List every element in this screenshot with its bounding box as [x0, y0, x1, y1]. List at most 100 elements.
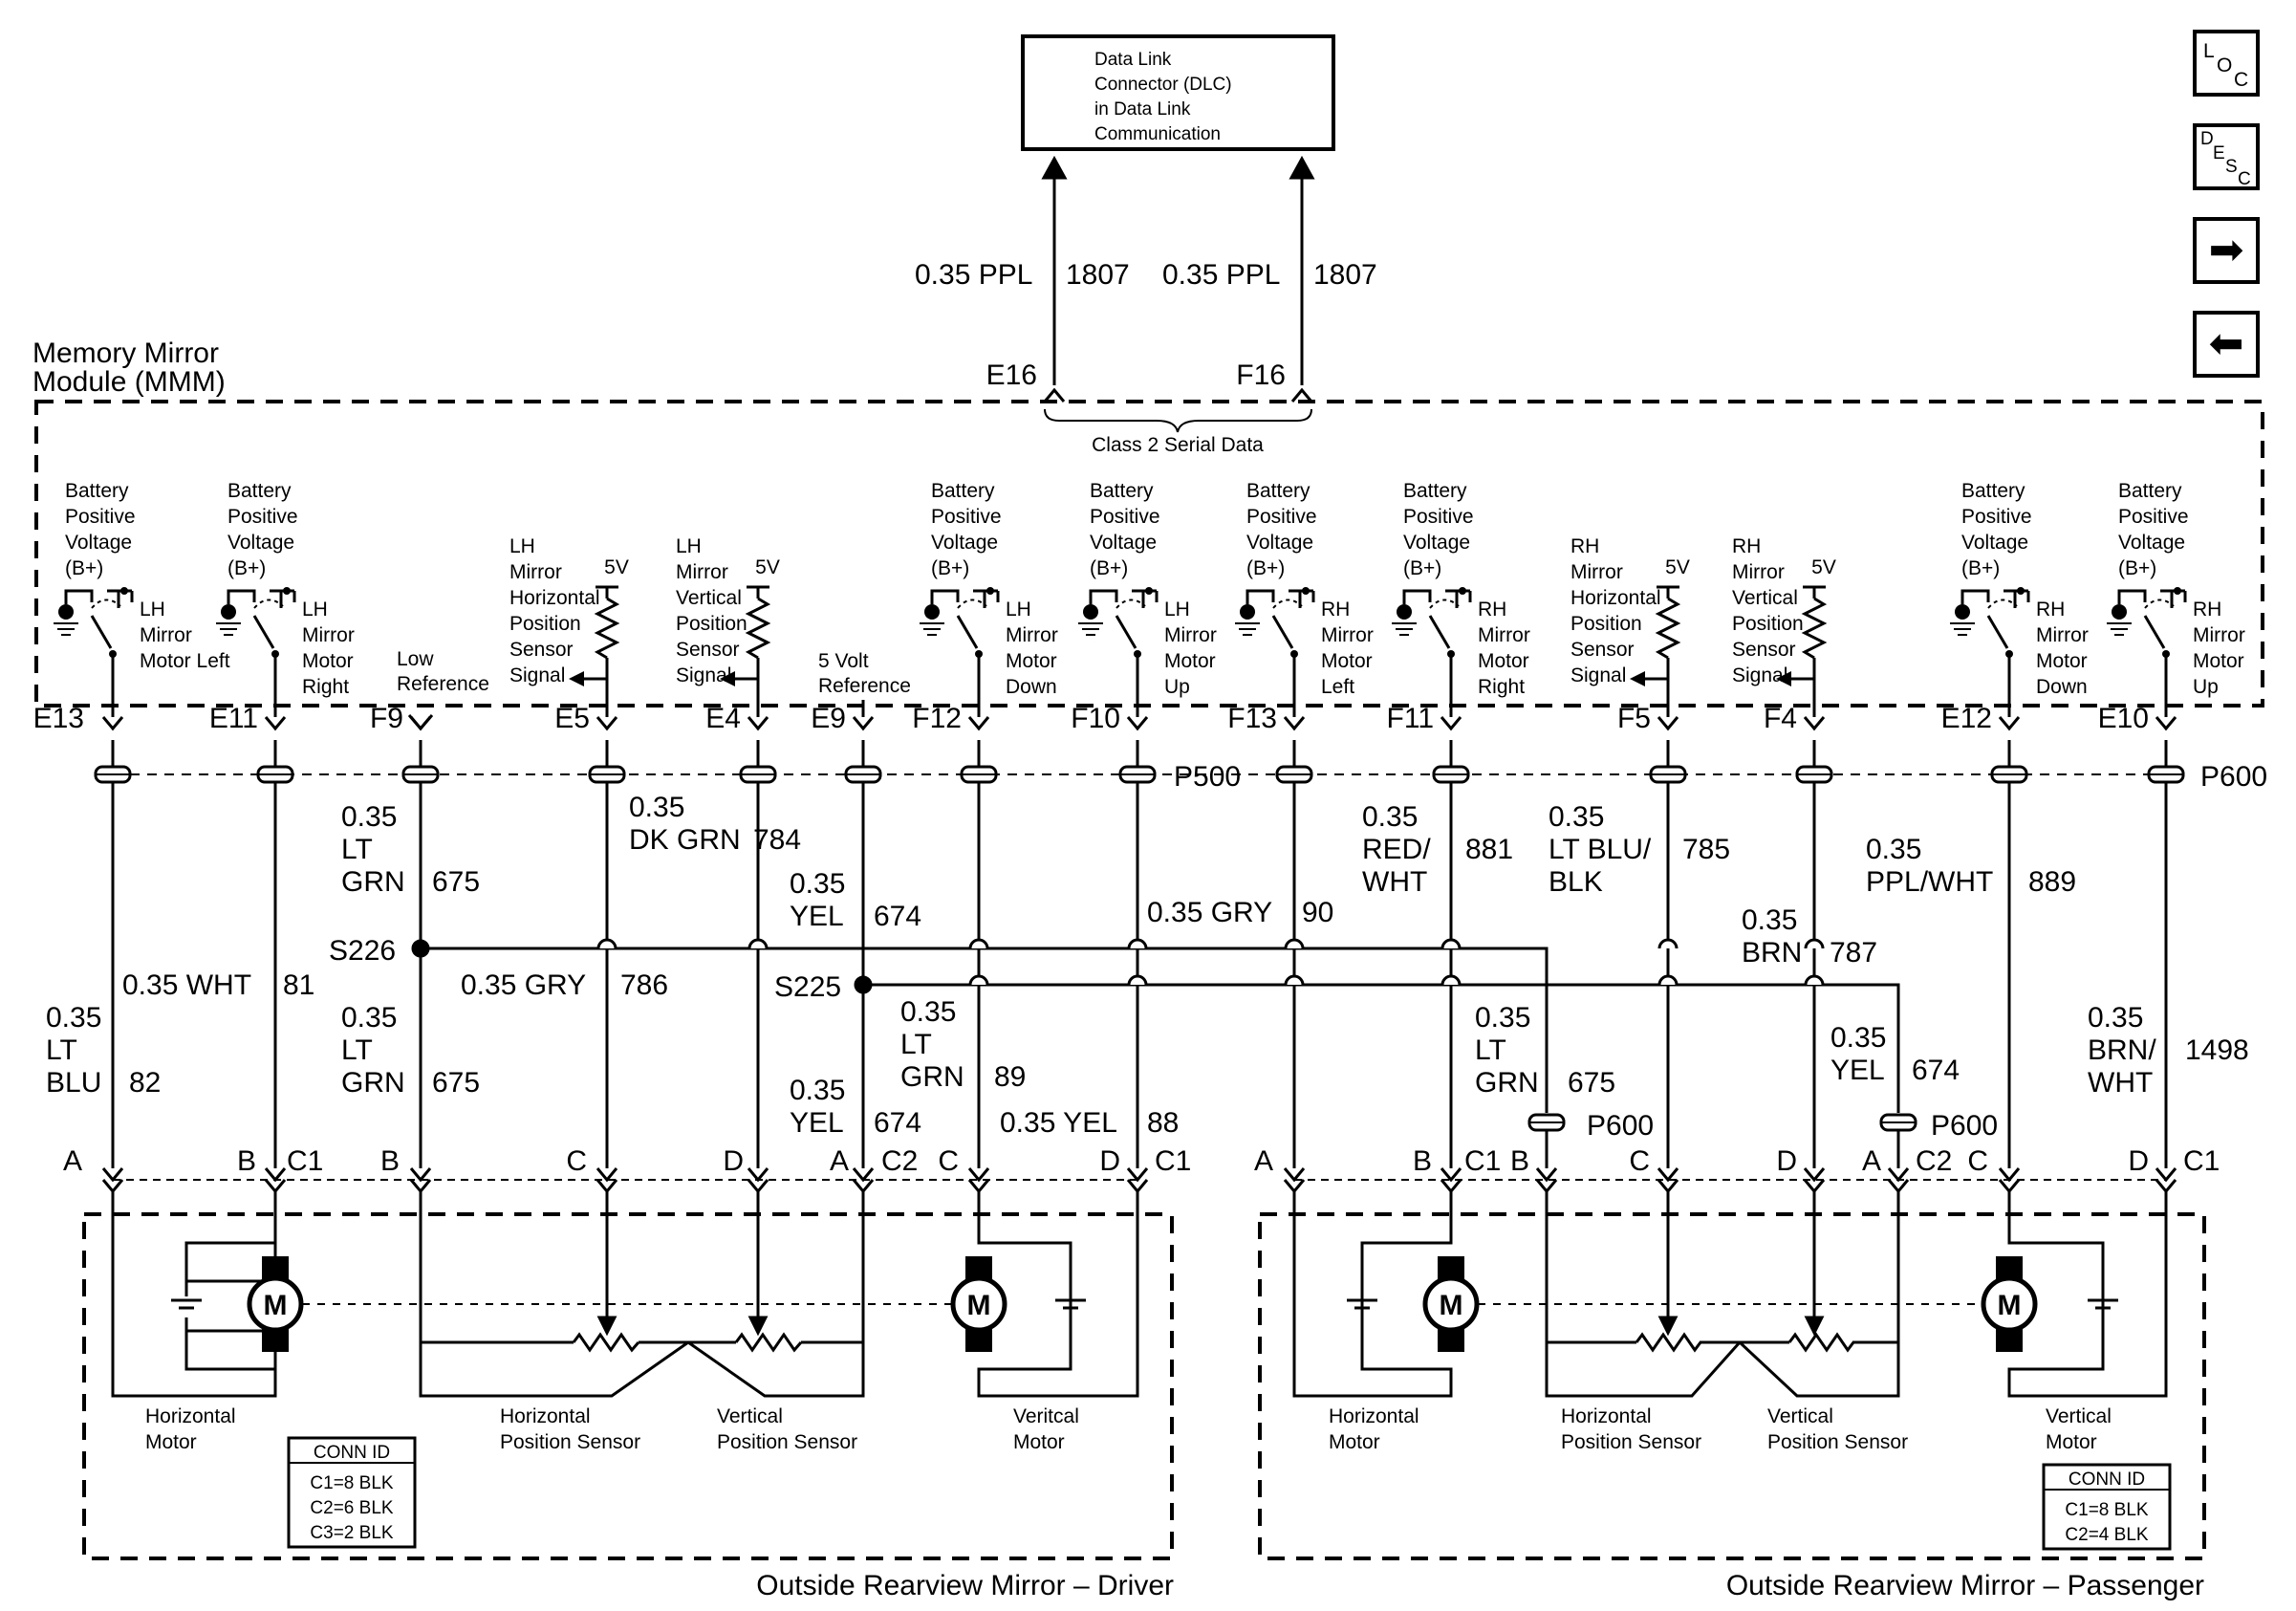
connector-p600-left: P600 [1587, 1110, 1654, 1142]
desc-button[interactable]: D E S C [2193, 123, 2260, 190]
driver-connector-pin: C [938, 1145, 959, 1177]
motor-glyph: M [967, 1290, 991, 1321]
pin-e10: E10 [2098, 703, 2149, 734]
pin-terminal-icon [101, 1167, 124, 1183]
pin-terminal-icon [852, 716, 875, 731]
pin-terminal-icon [967, 716, 990, 731]
dlc-box [1021, 34, 1335, 151]
pin-terminal-icon [1126, 1167, 1149, 1183]
pin-terminal-icon [1657, 1167, 1679, 1183]
passenger-connector-pin: D [2128, 1145, 2149, 1177]
svg-text:C: C [2238, 169, 2251, 189]
pin-terminal-icon [1998, 1167, 2021, 1183]
pin-terminal-icon [1657, 716, 1679, 731]
serial-data-label: Class 2 Serial Data [1092, 434, 1264, 456]
driver-connector-pin: C [566, 1145, 587, 1177]
dlc-label: Data Link Connector (DLC) in Data Link C… [1094, 50, 1237, 144]
pin-terminal-icon [852, 1167, 875, 1183]
passenger-conn-id-table: CONN ID C1=8 BLK C2=4 BLK [2042, 1463, 2172, 1551]
pin-terminal-icon [596, 1167, 618, 1183]
prev-page-button[interactable]: ⬅ [2193, 311, 2260, 378]
passenger-connector-pin: C1 [2183, 1145, 2220, 1177]
driver-connector-pin: A [63, 1145, 82, 1177]
resistor-icon [594, 597, 620, 660]
connector-p600-right: P600 [1931, 1110, 1998, 1142]
ground-icon [1083, 604, 1098, 620]
five-volt-label: 5V [604, 556, 629, 578]
passenger-connector-pin: C [1629, 1145, 1650, 1177]
potentiometer-icon [1787, 1332, 1855, 1353]
bus-674 [863, 983, 1900, 1113]
pin-terminal-icon [967, 1167, 990, 1183]
pin-f5: F5 [1617, 703, 1651, 734]
arrow-left-icon: ⬅ [2209, 320, 2244, 367]
loc-button[interactable]: L O C [2193, 30, 2260, 97]
arrow-right-icon: ➡ [2209, 227, 2244, 273]
pin-terminal-icon [1998, 716, 2021, 731]
passenger-connector-pin: C1 [1464, 1145, 1501, 1177]
serial-right-gauge: 0.35 PPL [1162, 259, 1280, 291]
serial-data [1041, 155, 1315, 433]
pin-terminal-icon [747, 1167, 769, 1183]
arrow-left-icon [569, 671, 584, 686]
next-page-button[interactable]: ➡ [2193, 217, 2260, 284]
wire [111, 1189, 277, 1398]
serial-right-circuit: 1807 [1313, 259, 1377, 291]
pin-f12: F12 [912, 703, 962, 734]
resistor-icon [745, 597, 771, 660]
passenger-mirror-border [1258, 1212, 2206, 1560]
arrow-left-icon [1776, 671, 1791, 686]
potentiometer-icon [1635, 1332, 1702, 1353]
svg-text:D: D [2200, 129, 2214, 149]
driver-connector-pin: C2 [881, 1145, 918, 1177]
serial-left-gauge: 0.35 PPL [915, 259, 1032, 291]
ground-icon [1397, 604, 1412, 620]
driver-vertical-motor: M [950, 1256, 1086, 1352]
driver-conn-id-table: CONN ID C1=8 BLK C2=6 BLK C3=2 BLK [287, 1436, 417, 1549]
pin-terminal-icon [596, 716, 618, 731]
passenger-connector-pin: C [1967, 1145, 1988, 1177]
driver-connector-pin: A [830, 1145, 849, 1177]
svg-text:CONN ID: CONN ID [2069, 1469, 2145, 1490]
driver-mirror-border [82, 1212, 1174, 1560]
pin-terminal-icon [264, 716, 287, 731]
pin-f10: F10 [1071, 703, 1120, 734]
pin-terminal-icon [409, 1167, 432, 1183]
svg-text:C3=2 BLK: C3=2 BLK [310, 1523, 393, 1543]
pin-terminal-icon [1803, 1167, 1826, 1183]
wire [1545, 1189, 1900, 1398]
arrow-left-icon [720, 671, 735, 686]
passenger-connector-pin: B [1510, 1145, 1529, 1177]
